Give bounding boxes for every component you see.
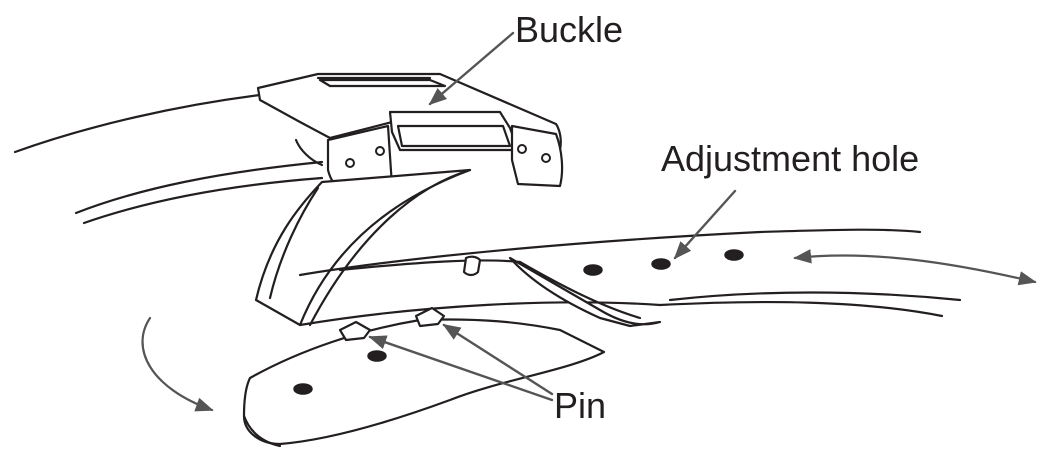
- belt-curve-inner: [270, 188, 318, 298]
- belt-strap-far-line: [670, 293, 960, 301]
- back-strap-line-1: [76, 162, 322, 213]
- buckle-screw-right-2: [518, 145, 526, 153]
- belt-fold-line: [520, 262, 640, 318]
- belt-strap-top-edge: [300, 230, 920, 275]
- lower-strap-edge: [244, 416, 280, 446]
- pin-leader-2: [442, 325, 552, 394]
- buckle-screw-right-3: [542, 154, 550, 162]
- adjustment-hole-label: Adjustment hole: [661, 138, 920, 179]
- pin-leader-1: [368, 335, 552, 400]
- pin-label: Pin: [554, 385, 607, 426]
- adjustment-hole-leader: [673, 191, 735, 260]
- motion-arrow-curved: [143, 318, 214, 412]
- buckle-screw-right: [376, 147, 384, 155]
- motion-arrow-double: [793, 249, 1037, 286]
- back-strap-inner-line: [296, 140, 322, 165]
- lower-hole-2: [368, 351, 386, 361]
- lower-strap: [244, 319, 604, 444]
- lower-hole-1: [294, 384, 312, 394]
- strap-hole-1: [584, 265, 602, 275]
- buckle-opening-inner: [398, 126, 510, 146]
- pin-3: [464, 257, 480, 275]
- belt-curve-outer: [256, 170, 470, 325]
- back-strap-top-line: [15, 95, 260, 152]
- buckle-label: Buckle: [515, 9, 624, 50]
- strap-hole-3: [725, 250, 743, 260]
- belt-strap-bottom-edge: [300, 302, 942, 325]
- belt-curve-edge: [310, 170, 470, 325]
- buckle-opening: [390, 112, 518, 150]
- buckle-top-strip: [320, 80, 445, 86]
- back-strap-line-2: [84, 178, 322, 223]
- strap-hole-2: [652, 259, 670, 269]
- buckle-leader: [428, 33, 513, 104]
- belt-strap-mid: [340, 260, 520, 270]
- buckle-screw-left: [346, 159, 354, 167]
- belt-fold: [510, 258, 660, 326]
- buckle-right-tab: [512, 126, 562, 186]
- pin-1: [340, 322, 370, 340]
- pin-2: [416, 308, 444, 326]
